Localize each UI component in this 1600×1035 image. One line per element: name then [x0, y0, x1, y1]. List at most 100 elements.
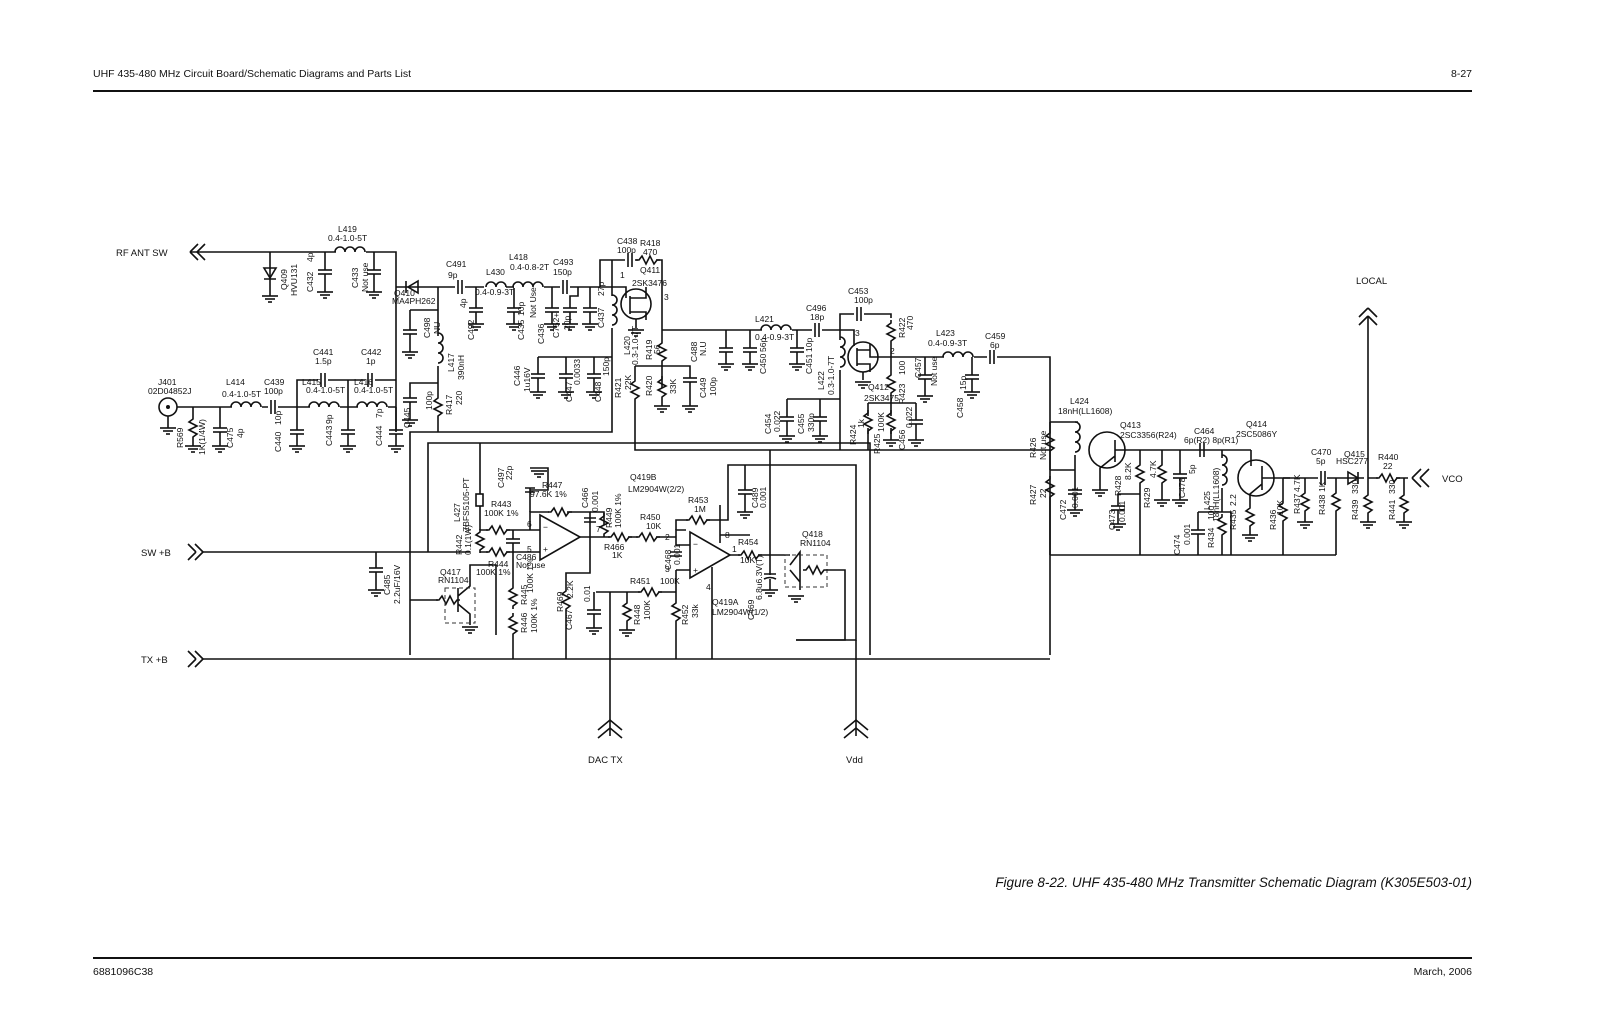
- q419a-opamp-icon: [689, 530, 732, 580]
- port-arrow-icon: [843, 718, 869, 739]
- label-c489: C489: [750, 487, 760, 508]
- value-c455: 330p: [806, 413, 816, 432]
- label-c466: C466: [580, 487, 590, 508]
- value-r435: 2.2: [1228, 494, 1238, 506]
- label-q413: Q413: [1120, 420, 1141, 430]
- value-c478: 5p: [1187, 464, 1197, 474]
- value-c464: 6p(R2) 8p(R1): [1184, 435, 1238, 445]
- label-c442: C442: [361, 347, 382, 357]
- value-l417: 390nH: [456, 355, 466, 380]
- value-c470: 5p: [1316, 456, 1326, 466]
- value-r453: 1M: [694, 504, 706, 514]
- label-c438: C438: [617, 236, 638, 246]
- port-arrow-icon: [187, 650, 204, 668]
- label-c436: C436: [536, 323, 546, 344]
- label-l427: L427: [452, 503, 462, 522]
- document-number: 6881096C38: [93, 966, 154, 978]
- value-q414: 2SC5086Y: [1236, 429, 1277, 439]
- value-c446: 1u16V: [522, 367, 532, 392]
- value-r446: 100K 1%: [529, 598, 539, 633]
- value-c485: 2.2uF/16V: [392, 564, 402, 604]
- value-r466: 1K: [612, 550, 623, 560]
- label-l416: L416: [354, 377, 373, 387]
- value-q412: 2SK3475: [864, 393, 899, 403]
- value-c453: 100p: [854, 295, 873, 305]
- value-c439: 100p: [264, 386, 283, 396]
- value-r427: 22: [1038, 488, 1048, 498]
- label-r422: R422: [897, 317, 907, 338]
- label-c432: C432: [305, 271, 315, 292]
- label-r439: R439: [1350, 499, 1360, 520]
- label-l422: L422: [816, 371, 826, 390]
- port-local: LOCAL: [1356, 276, 1387, 326]
- value-c489: 0.001: [758, 486, 768, 508]
- minus-symbol: −: [693, 539, 698, 549]
- label-r428: R428: [1113, 475, 1123, 496]
- label-l424: L424: [1070, 396, 1089, 406]
- value-q419b: LM2904W(2/2): [628, 484, 684, 494]
- port-label-rf-ant-sw: RF ANT SW: [116, 248, 168, 259]
- value-q419a: LM2904W(1/2): [712, 607, 768, 617]
- value-r442: 0.1(1W): [463, 525, 473, 555]
- label-r436: R436: [1268, 509, 1278, 530]
- label-q411: Q411: [640, 265, 660, 275]
- pin-label: 7: [596, 524, 601, 534]
- label-r418: R418: [640, 238, 661, 248]
- value-q417: RN1104: [438, 575, 469, 585]
- value-l418: 0.4-0.8-2T: [510, 262, 549, 272]
- value-c496: 18p: [810, 312, 824, 322]
- label-c475: C475: [225, 427, 235, 448]
- pin-label: 4: [706, 582, 711, 592]
- port-rf-ant-sw: RF ANT SW: [116, 243, 206, 261]
- value-r424: 1k: [856, 418, 866, 428]
- label-c441: C441: [313, 347, 334, 357]
- value-r422: 470: [905, 316, 915, 330]
- value-c435: 10p: [516, 302, 526, 316]
- label-c472: C472: [1058, 499, 1068, 520]
- label-c448: C448: [593, 381, 603, 402]
- pin-label: 1: [732, 544, 737, 554]
- label-r454: R454: [738, 537, 759, 547]
- value-c445: 100p: [424, 391, 434, 410]
- value-r443: 100K 1%: [484, 508, 519, 518]
- value-c458: 15p: [958, 376, 968, 390]
- value-r440: 22: [1383, 461, 1393, 471]
- label-c485: C485: [382, 574, 392, 595]
- value-c448: 150p: [601, 357, 611, 376]
- label-c433: C433: [350, 267, 360, 288]
- label-q417: Q417: [440, 567, 461, 577]
- pin-label: 5: [527, 544, 532, 554]
- label-c491: C491: [446, 259, 467, 269]
- label-r417: R417: [444, 394, 454, 415]
- label-q415: Q415: [1344, 449, 1365, 459]
- value-c497: 22p: [504, 466, 514, 480]
- port-sw-b: SW +B: [141, 543, 204, 561]
- value-l422: 0.3-1.0-7T: [826, 356, 836, 395]
- pin-label: 2: [890, 346, 895, 356]
- value-r469: 2.2K: [565, 580, 575, 598]
- label-c459: C459: [985, 331, 1006, 341]
- minus-symbol: −: [543, 522, 548, 532]
- value-r434: 100: [1206, 506, 1216, 520]
- label-c474: C474: [1172, 534, 1182, 555]
- value-j401: 02D04852J: [148, 386, 191, 396]
- label-r440: R440: [1378, 452, 1399, 462]
- value-r437: 4.7K: [1292, 474, 1302, 492]
- value-l423: 0.4-0.9-3T: [928, 338, 967, 348]
- value-c436: Not Use: [528, 287, 538, 318]
- label-r423: R423: [897, 383, 907, 404]
- label-r453: R453: [688, 495, 709, 505]
- label-r437: R437: [1292, 493, 1302, 514]
- value-r417: 220: [454, 391, 464, 405]
- label-c446: C446: [512, 365, 522, 386]
- value-c469: 6.8u6.3V(T): [754, 555, 764, 600]
- label-l430: L430: [486, 267, 505, 277]
- value-r569: 1K(1/4W): [197, 419, 207, 455]
- label-c457: C457: [913, 357, 923, 378]
- port-tx-b: TX +B: [141, 650, 204, 668]
- value-r444: 100K 1%: [476, 567, 511, 577]
- value-r450: 10K: [646, 521, 661, 531]
- value-q411: 2SK3476: [632, 278, 667, 288]
- label-q410: Q410: [394, 288, 415, 298]
- label-c439: C439: [264, 377, 285, 387]
